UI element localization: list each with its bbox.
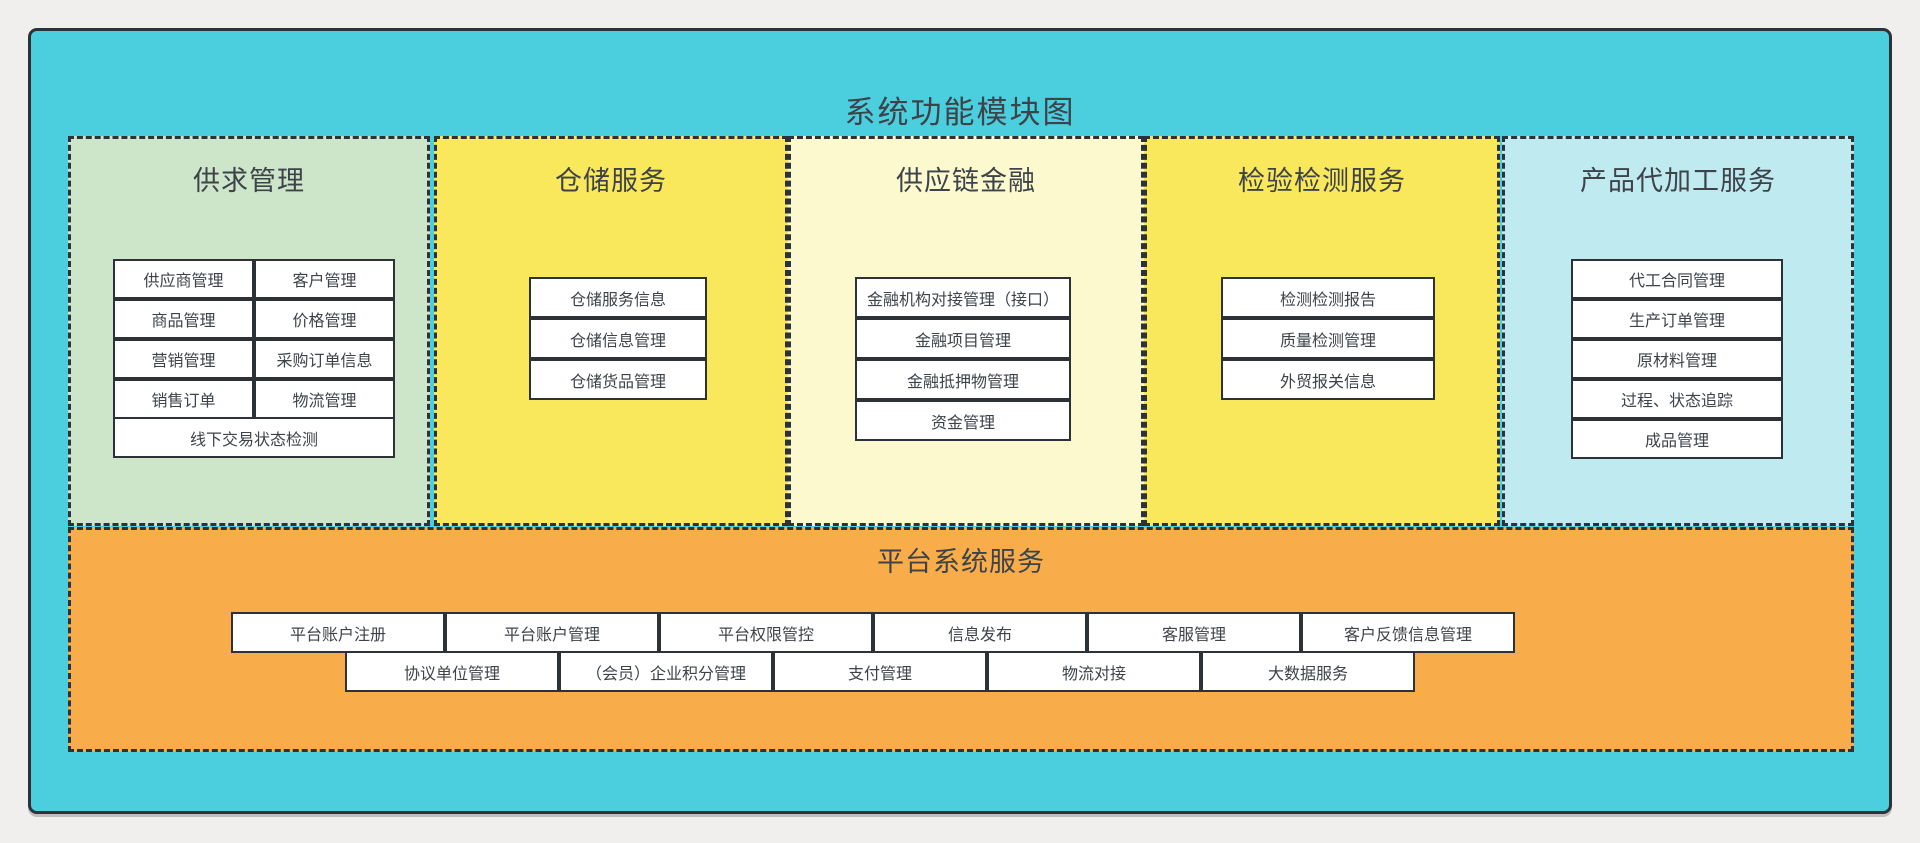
module-box: 协议单位管理 bbox=[345, 651, 559, 692]
module-box: 仓储货品管理 bbox=[529, 359, 707, 400]
module-box: 代工合同管理 bbox=[1571, 259, 1783, 299]
module-box: 金融机构对接管理（接口） bbox=[855, 277, 1071, 318]
module-box: 商品管理 bbox=[113, 299, 254, 339]
module-box: 客户管理 bbox=[254, 259, 395, 299]
section-supply-demand: 供求管理 供应商管理客户管理商品管理价格管理营销管理采购订单信息销售订单物流管理… bbox=[68, 136, 430, 526]
module-box: 原材料管理 bbox=[1571, 339, 1783, 379]
section-title: 产品代加工服务 bbox=[1580, 166, 1776, 196]
section-warehouse: 仓储服务 仓储服务信息仓储信息管理仓储货品管理 bbox=[434, 136, 788, 526]
module-box: 采购订单信息 bbox=[254, 339, 395, 379]
module-box: 仓储信息管理 bbox=[529, 318, 707, 359]
module-stack: 仓储服务信息仓储信息管理仓储货品管理 bbox=[529, 277, 707, 400]
module-box: （会员）企业积分管理 bbox=[559, 651, 773, 692]
module-box: 质量检测管理 bbox=[1221, 318, 1435, 359]
module-box: 营销管理 bbox=[113, 339, 254, 379]
page-title: 系统功能模块图 bbox=[844, 95, 1076, 130]
section-title: 检验检测服务 bbox=[1238, 166, 1406, 196]
platform-row-2: 协议单位管理（会员）企业积分管理支付管理物流对接大数据服务 bbox=[345, 651, 1415, 692]
diagram-canvas: 系统功能模块图 供求管理 供应商管理客户管理商品管理价格管理营销管理采购订单信息… bbox=[28, 28, 1892, 814]
module-box: 成品管理 bbox=[1571, 419, 1783, 459]
module-box: 客服管理 bbox=[1087, 612, 1301, 653]
section-inspection: 检验检测服务 检测检测报告质量检测管理外贸报关信息 bbox=[1144, 136, 1500, 526]
section-title: 仓储服务 bbox=[555, 166, 667, 196]
module-box: 金融项目管理 bbox=[855, 318, 1071, 359]
module-box: 物流对接 bbox=[987, 651, 1201, 692]
module-stack: 代工合同管理生产订单管理原材料管理过程、状态追踪成品管理 bbox=[1571, 259, 1783, 459]
section-processing: 产品代加工服务 代工合同管理生产订单管理原材料管理过程、状态追踪成品管理 bbox=[1502, 136, 1854, 526]
module-box: 外贸报关信息 bbox=[1221, 359, 1435, 400]
module-box: 线下交易状态检测 bbox=[113, 417, 395, 458]
module-box: 资金管理 bbox=[855, 400, 1071, 441]
module-box: 信息发布 bbox=[873, 612, 1087, 653]
module-box: 大数据服务 bbox=[1201, 651, 1415, 692]
platform-row-1: 平台账户注册平台账户管理平台权限管控信息发布客服管理客户反馈信息管理 bbox=[231, 612, 1515, 653]
section-platform-services: 平台系统服务 平台账户注册平台账户管理平台权限管控信息发布客服管理客户反馈信息管… bbox=[68, 527, 1854, 752]
section-title: 供应链金融 bbox=[896, 166, 1036, 196]
module-stack: 金融机构对接管理（接口）金融项目管理金融抵押物管理资金管理 bbox=[855, 277, 1071, 441]
module-box: 物流管理 bbox=[254, 379, 395, 419]
module-grid: 供应商管理客户管理商品管理价格管理营销管理采购订单信息销售订单物流管理 bbox=[113, 259, 395, 419]
module-box: 仓储服务信息 bbox=[529, 277, 707, 318]
section-title: 供求管理 bbox=[193, 166, 305, 196]
module-box: 供应商管理 bbox=[113, 259, 254, 299]
module-box: 支付管理 bbox=[773, 651, 987, 692]
module-box: 生产订单管理 bbox=[1571, 299, 1783, 339]
module-box: 平台账户管理 bbox=[445, 612, 659, 653]
module-box: 平台账户注册 bbox=[231, 612, 445, 653]
module-box: 过程、状态追踪 bbox=[1571, 379, 1783, 419]
section-title: 平台系统服务 bbox=[877, 547, 1045, 577]
module-box: 客户反馈信息管理 bbox=[1301, 612, 1515, 653]
module-box: 价格管理 bbox=[254, 299, 395, 339]
module-box: 销售订单 bbox=[113, 379, 254, 419]
module-box: 检测检测报告 bbox=[1221, 277, 1435, 318]
module-stack: 检测检测报告质量检测管理外贸报关信息 bbox=[1221, 277, 1435, 400]
section-supply-chain-finance: 供应链金融 金融机构对接管理（接口）金融项目管理金融抵押物管理资金管理 bbox=[788, 136, 1144, 526]
module-box: 金融抵押物管理 bbox=[855, 359, 1071, 400]
module-box: 平台权限管控 bbox=[659, 612, 873, 653]
